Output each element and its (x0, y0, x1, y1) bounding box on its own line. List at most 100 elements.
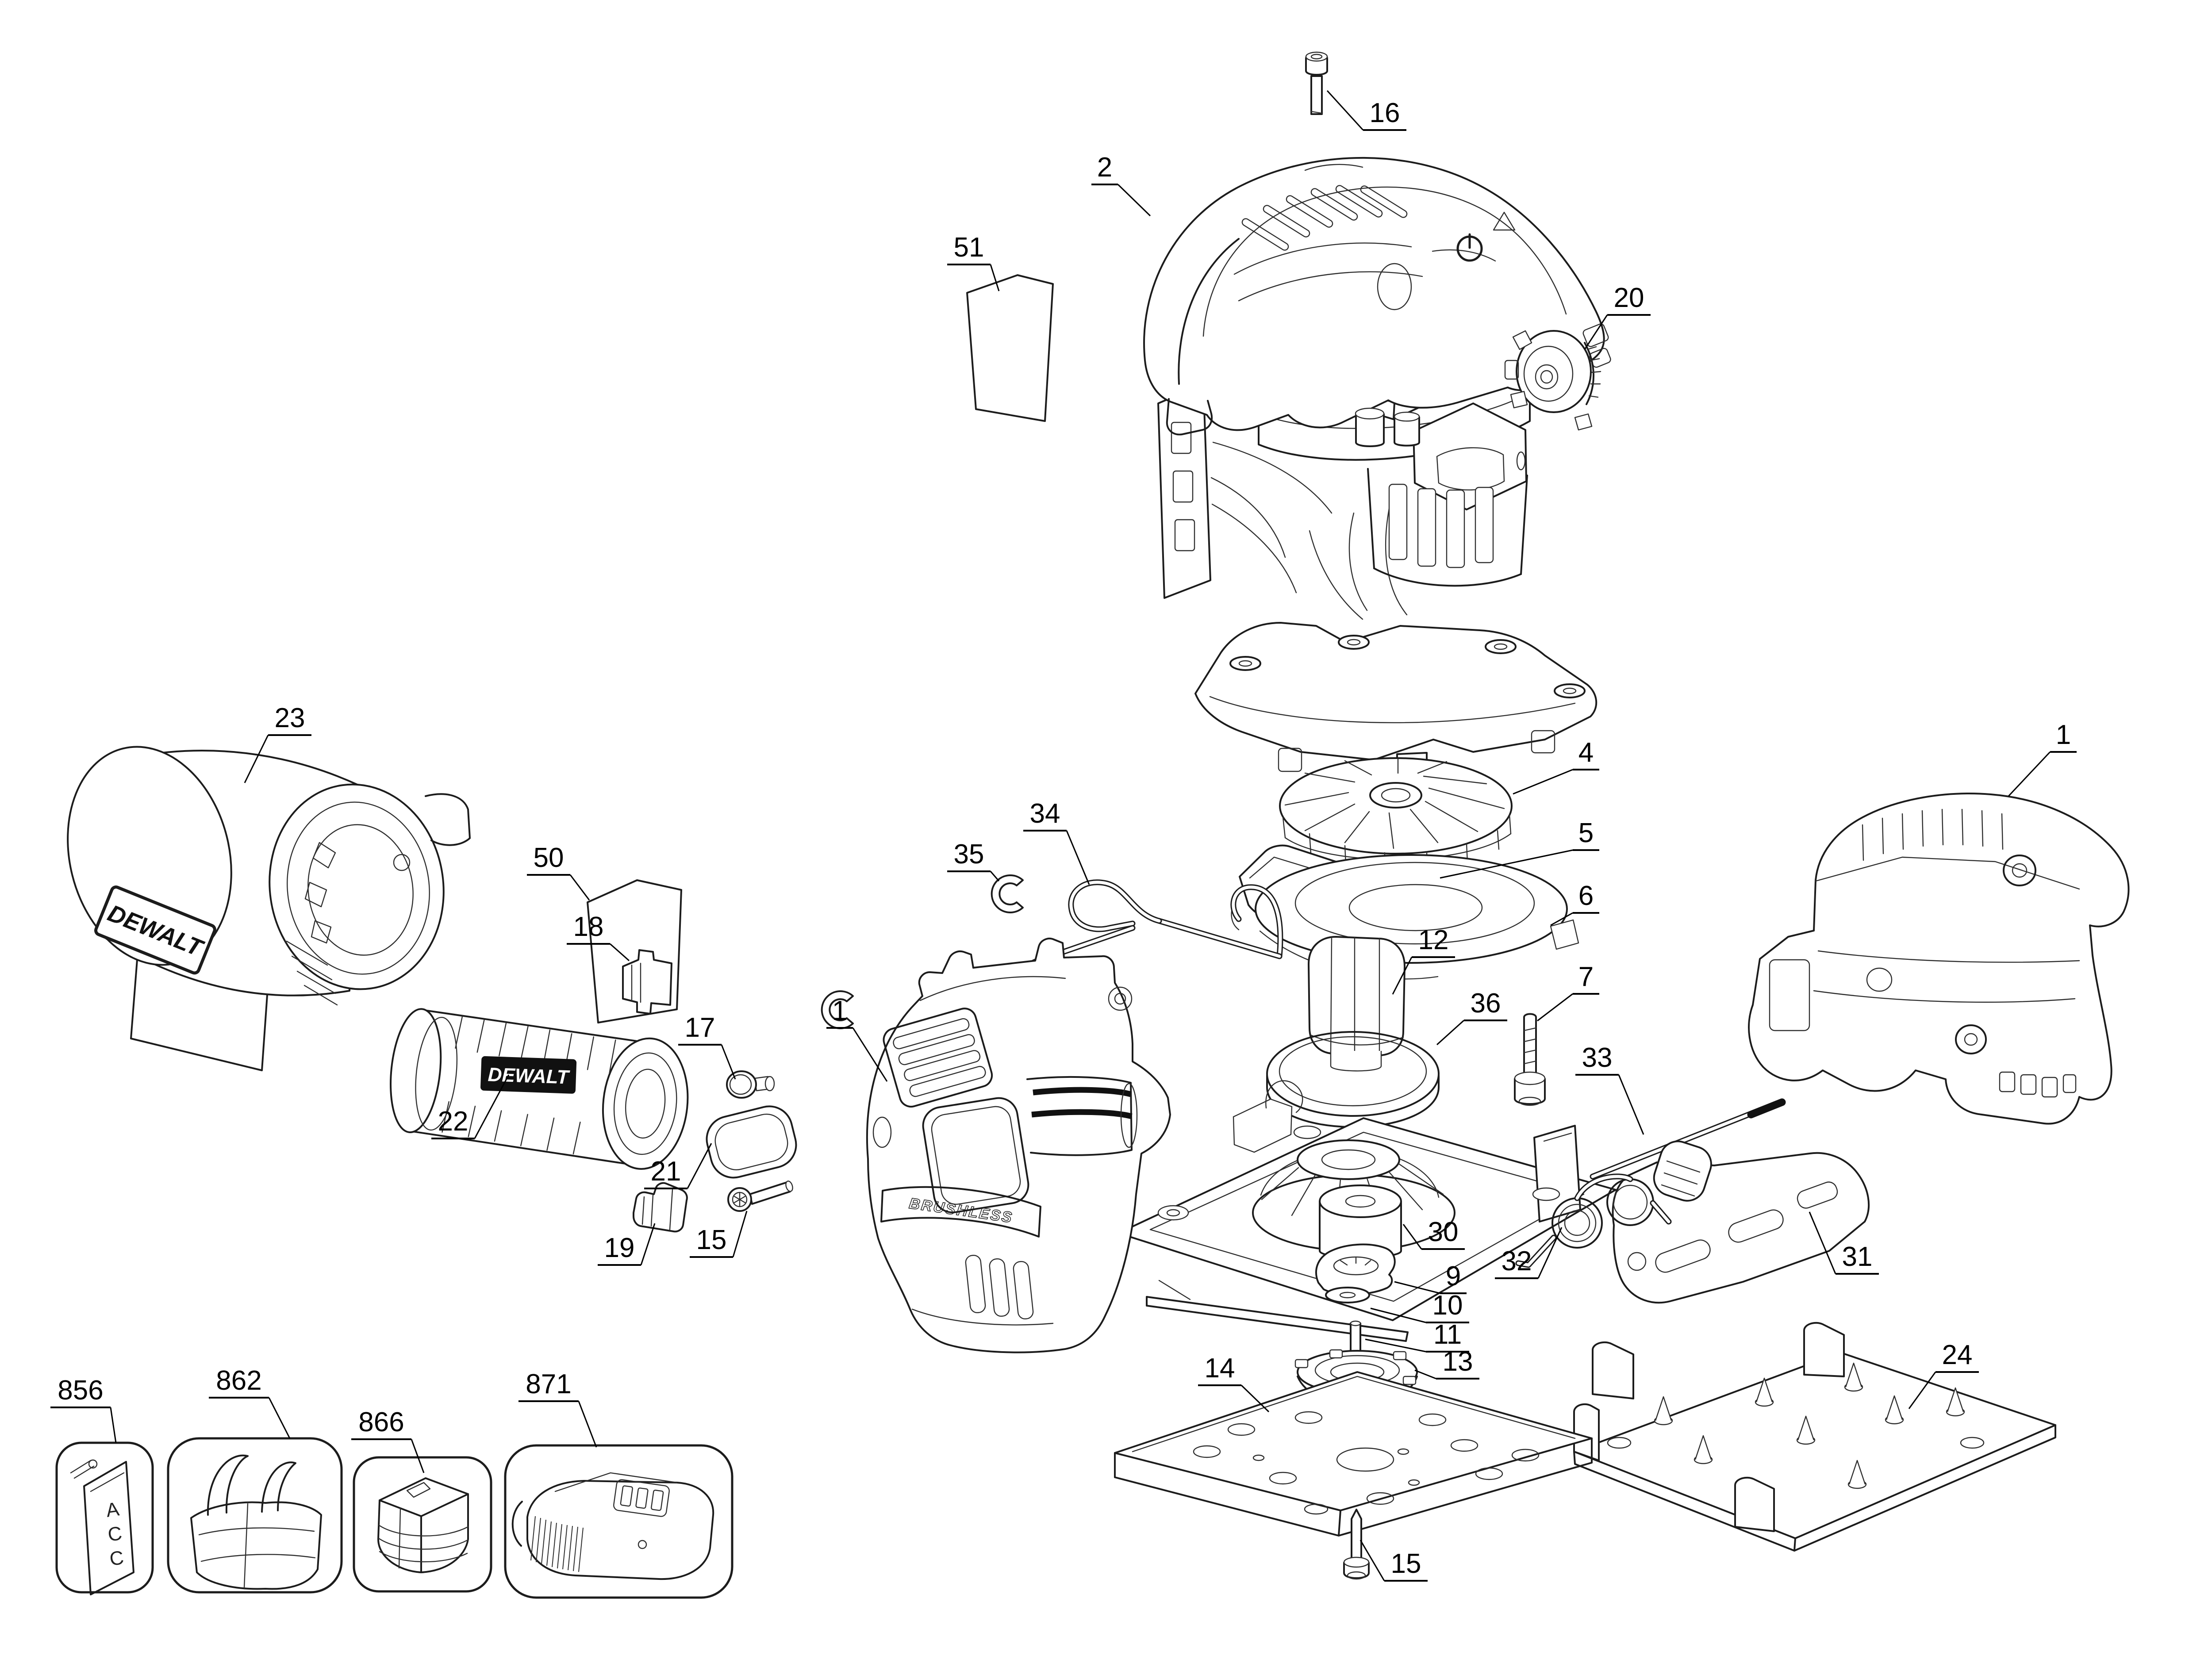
callout-leader (610, 943, 630, 962)
callout-leader (990, 871, 1000, 881)
part-50-label-sticker (587, 879, 682, 1023)
callout-862: 862 (209, 1365, 291, 1439)
callout-number-1-center: 1 (832, 996, 847, 1026)
callout-number-51: 51 (954, 232, 984, 263)
callout-856: 856 (50, 1375, 117, 1443)
callout-871: 871 (518, 1369, 597, 1448)
part-4-fan (1279, 757, 1513, 872)
callout-32: 32 (1495, 1227, 1563, 1279)
callout-number-24: 24 (1942, 1340, 1973, 1370)
part-20-speed-dial (1504, 330, 1601, 431)
callout-leader (1584, 314, 1608, 350)
callout-number-862: 862 (216, 1365, 261, 1396)
callout-16: 16 (1326, 90, 1406, 131)
svg-text:C: C (107, 1522, 123, 1546)
power-icon (1456, 233, 1483, 262)
callout-number-50: 50 (534, 843, 564, 873)
callout-leader (244, 735, 269, 783)
callout-24: 24 (1908, 1340, 1979, 1409)
callout-leader (578, 1401, 597, 1448)
part-15-screw-bottom (1343, 1509, 1370, 1580)
callout-number-14: 14 (1205, 1353, 1235, 1384)
callout-leader (1513, 769, 1573, 795)
callout-number-2: 2 (1097, 152, 1112, 183)
callout-leader (1117, 184, 1151, 217)
callout-34: 34 (1023, 798, 1090, 885)
callout-leader (721, 1044, 736, 1080)
part-16-screw (1305, 51, 1328, 115)
callout-number-866: 866 (358, 1407, 404, 1437)
callout-51: 51 (947, 232, 1000, 291)
part-31-paper-clamp (1612, 1140, 1870, 1304)
callout-leader (1440, 849, 1573, 879)
callout-14: 14 (1198, 1353, 1270, 1413)
callout-leader (474, 1074, 510, 1139)
part-12-counterweight (1308, 936, 1406, 1072)
callout-4: 4 (1513, 737, 1599, 795)
callout-15-mid: 15 (690, 1211, 748, 1258)
part-1-right-housing (1748, 793, 2130, 1125)
callout-number-23: 23 (275, 703, 305, 733)
callout-number-31: 31 (1842, 1242, 1873, 1272)
callout-number-17: 17 (685, 1012, 715, 1043)
callout-36: 36 (1436, 988, 1507, 1046)
callout-number-15-mid: 15 (696, 1225, 727, 1255)
callout-number-16: 16 (1370, 98, 1400, 128)
part-6-fan-baffle (1231, 844, 1579, 980)
callout-leader (640, 1223, 656, 1265)
callout-22: 22 (431, 1074, 510, 1139)
callout-number-4: 4 (1578, 737, 1594, 768)
svg-text:DEWALT: DEWALT (488, 1064, 570, 1088)
callout-leader (268, 1397, 291, 1439)
callout-number-35: 35 (954, 839, 984, 870)
callout-number-1-right: 1 (2056, 720, 2071, 750)
callout-leader (1436, 1019, 1465, 1046)
callout-number-30: 30 (1428, 1217, 1459, 1247)
callout-number-9: 9 (1446, 1261, 1461, 1292)
callout-number-856: 856 (58, 1375, 103, 1406)
callout-17: 17 (678, 1012, 736, 1080)
part-35-clip-b (821, 990, 854, 1029)
acc-871-charger-box (504, 1444, 733, 1599)
callout-15-bottom: 15 (1359, 1540, 1428, 1582)
part-7-screw (1514, 1013, 1546, 1106)
callout-number-19: 19 (604, 1233, 635, 1263)
callout-23: 23 (244, 703, 311, 783)
part-22-dust-port: DEWALT (390, 1008, 689, 1170)
acc-856-box: A C C (55, 1441, 154, 1595)
callout-number-20: 20 (1614, 283, 1644, 313)
callout-number-7: 7 (1578, 962, 1594, 992)
callout-2: 2 (1091, 152, 1151, 217)
callout-35: 35 (947, 839, 1000, 881)
callout-5: 5 (1440, 818, 1599, 879)
part-21-gasket (706, 1105, 797, 1179)
callout-leader (1908, 1372, 1936, 1409)
callout-number-18: 18 (573, 912, 604, 942)
callout-number-11: 11 (1433, 1319, 1462, 1350)
callout-leader (1066, 830, 1090, 885)
callout-9: 9 (1394, 1261, 1467, 1294)
callout-18: 18 (567, 912, 630, 962)
callout-number-871: 871 (526, 1369, 571, 1399)
callout-leader (1550, 912, 1573, 926)
callout-number-22: 22 (438, 1106, 469, 1137)
part-14-pad (1114, 1371, 1593, 1537)
callout-leader (1392, 957, 1413, 995)
svg-text:C: C (108, 1547, 125, 1570)
callout-number-12: 12 (1418, 925, 1449, 955)
callout-leader (852, 1027, 888, 1082)
acc-text: A C C (105, 1498, 125, 1570)
part-30-roller (1319, 1184, 1402, 1258)
callout-leader (687, 1143, 712, 1189)
callout-number-34: 34 (1030, 798, 1060, 829)
part-51-label-sticker (966, 274, 1054, 422)
callout-leader (1414, 1369, 1436, 1380)
callout-leader (110, 1407, 117, 1443)
callout-866: 866 (351, 1407, 425, 1473)
callout-30: 30 (1402, 1217, 1465, 1250)
callout-50: 50 (527, 843, 590, 901)
callout-leader (1359, 1540, 1385, 1581)
callout-number-33: 33 (1582, 1042, 1613, 1073)
